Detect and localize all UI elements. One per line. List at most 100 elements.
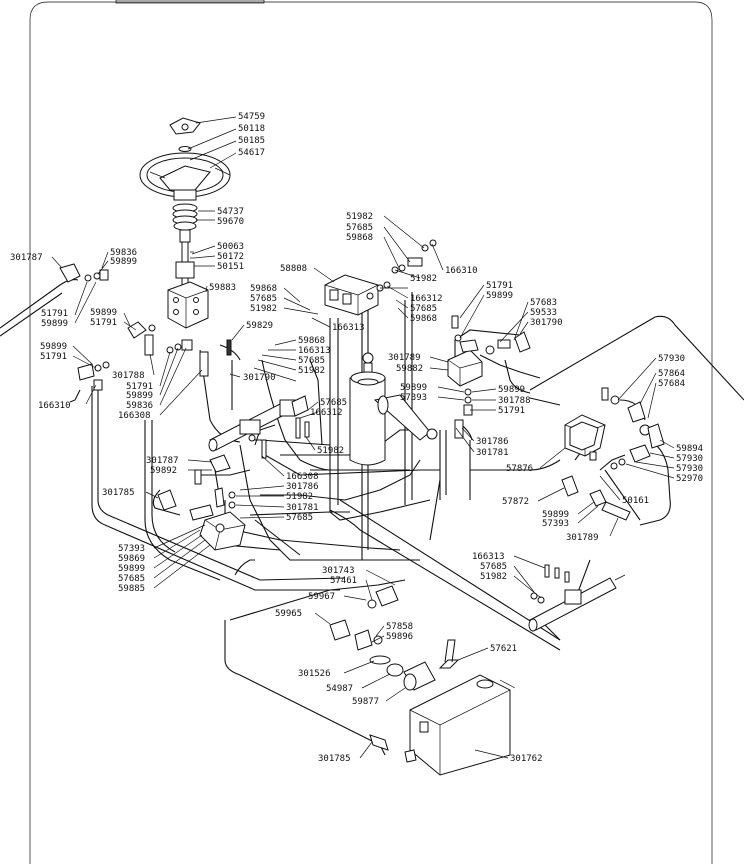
part-label: 50151 — [217, 262, 244, 272]
part-number-labels: 54759 50118 50185 54617 54737 59670 5006… — [10, 112, 703, 764]
part-label: 59892 — [150, 466, 177, 476]
part-label: 59868 — [410, 314, 437, 324]
part-label: 57393 — [542, 519, 569, 529]
part-label: 54987 — [326, 684, 353, 694]
part-label: 301743 — [322, 566, 355, 576]
part-label: 51791 — [486, 281, 513, 291]
part-label: 57685 — [320, 398, 347, 408]
part-label: 51982 — [346, 212, 373, 222]
part-label: 166308 — [118, 411, 151, 421]
part-label: 50063 — [217, 242, 244, 252]
part-label: 301787 — [146, 456, 179, 466]
part-label: 59899 — [126, 391, 153, 401]
part-label: 57621 — [490, 644, 517, 654]
part-label: 59885 — [118, 584, 145, 594]
part-label: 59869 — [118, 554, 145, 564]
part-label: 57685 — [298, 356, 325, 366]
part-label: 57872 — [502, 497, 529, 507]
part-label: 59877 — [352, 697, 379, 707]
part-label: 59899 — [486, 291, 513, 301]
part-label: 166310 — [38, 401, 71, 411]
part-label: 301526 — [298, 669, 331, 679]
part-label: 166312 — [410, 294, 443, 304]
part-label: 51982 — [298, 366, 325, 376]
part-label: 59836 — [126, 401, 153, 411]
filter-and-tank-assembly — [329, 585, 516, 776]
part-label: 52970 — [676, 474, 703, 484]
right-pump-assembly — [561, 387, 665, 521]
part-label: 54759 — [238, 112, 265, 122]
part-label: 166313 — [298, 346, 331, 356]
part-label: 301785 — [102, 488, 135, 498]
part-label: 59896 — [386, 632, 413, 642]
part-label: 59899 — [118, 564, 145, 574]
part-label: 57930 — [658, 354, 685, 364]
part-label: 50161 — [622, 496, 649, 506]
part-label: 301762 — [510, 754, 543, 764]
hydraulic-cylinder — [349, 352, 438, 466]
part-label: 50118 — [238, 124, 265, 134]
part-label: 59836 — [110, 248, 137, 258]
part-label: 59899 — [41, 319, 68, 329]
part-label: 59899 — [542, 510, 569, 520]
title-tab — [115, 0, 265, 4]
part-label: 51982 — [250, 304, 277, 314]
part-label: 57461 — [330, 576, 357, 586]
part-label: 58808 — [280, 264, 307, 274]
part-label: 59829 — [246, 321, 273, 331]
part-label: 57393 — [118, 544, 145, 554]
part-label: 50185 — [238, 136, 265, 146]
part-label: 54617 — [238, 148, 265, 158]
lower-valve-assembly — [157, 454, 246, 551]
part-label: 51982 — [480, 572, 507, 582]
part-label: 59899 — [90, 308, 117, 318]
part-label: 51982 — [317, 446, 344, 456]
part-label: 301781 — [476, 448, 509, 458]
steering-unit — [167, 281, 209, 329]
part-label: 57685 — [346, 223, 373, 233]
part-label: 59533 — [530, 308, 557, 318]
part-label: 301788 — [498, 396, 531, 406]
part-label: 57685 — [286, 513, 313, 523]
part-label: 166313 — [332, 323, 365, 333]
part-label: 166312 — [310, 408, 343, 418]
part-label: 51791 — [90, 318, 117, 328]
part-label: 59894 — [676, 444, 703, 454]
part-label: 301787 — [10, 253, 43, 263]
part-label: 57685 — [118, 574, 145, 584]
leader-lines — [51, 116, 675, 759]
hydraulic-hoses — [0, 279, 744, 756]
part-label: 57930 — [676, 464, 703, 474]
part-label: 51791 — [40, 352, 67, 362]
part-label: 301785 — [318, 754, 351, 764]
part-label: 166310 — [445, 266, 478, 276]
part-label: 301786 — [476, 437, 509, 447]
part-label: 301790 — [243, 373, 276, 383]
part-label: 57864 — [658, 369, 685, 379]
part-label: 57393 — [400, 393, 427, 403]
part-label: 57685 — [480, 562, 507, 572]
part-label: 59868 — [250, 284, 277, 294]
part-label: 301789 — [566, 533, 599, 543]
part-label: 57684 — [658, 379, 685, 389]
part-label: 59868 — [298, 336, 325, 346]
part-label: 59899 — [40, 342, 67, 352]
part-label: 59899 — [110, 257, 137, 267]
part-label: 51982 — [286, 492, 313, 502]
part-label: 301786 — [286, 482, 319, 492]
part-label: 166313 — [472, 552, 505, 562]
part-label: 59965 — [275, 609, 302, 619]
part-label: 51791 — [498, 406, 525, 416]
part-label: 301781 — [286, 503, 319, 513]
rear-valve-assembly — [447, 315, 531, 439]
part-label: 50172 — [217, 252, 244, 262]
front-cylinder-assembly — [208, 395, 310, 459]
part-label: 51982 — [410, 274, 437, 284]
part-label: 57685 — [410, 304, 437, 314]
part-label: 57858 — [386, 622, 413, 632]
page-border — [29, 1, 713, 864]
part-label: 301789 — [388, 353, 421, 363]
part-label: 57685 — [250, 294, 277, 304]
